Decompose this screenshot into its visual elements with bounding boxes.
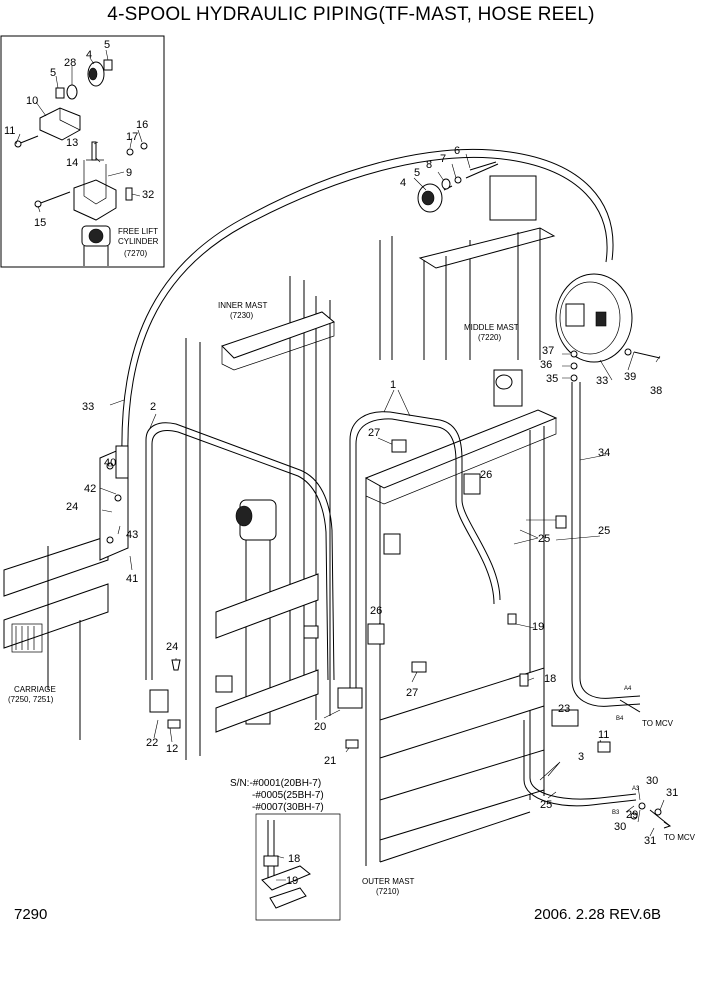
callout: 36 <box>540 359 552 371</box>
callout-leaders <box>99 153 665 881</box>
callout: 20 <box>314 721 326 733</box>
label-inner-mast-1: INNER MAST <box>218 301 267 310</box>
callout: 30 <box>614 821 626 833</box>
free-lift-inset <box>0 35 165 268</box>
callout: 24 <box>166 641 178 653</box>
label-outer-mast-1: OUTER MAST <box>362 877 415 886</box>
callout: 6 <box>454 145 460 157</box>
serial-detail-box <box>255 813 341 921</box>
callout: 41 <box>126 573 138 585</box>
callout: 29 <box>626 809 638 821</box>
callout: 25 <box>598 525 610 537</box>
label-middle-mast-1: MIDDLE MAST <box>464 323 519 332</box>
callout: 14 <box>66 157 78 169</box>
callout: 4 <box>86 49 92 61</box>
page-title: 4-SPOOL HYDRAULIC PIPING(TF-MAST, HOSE R… <box>107 4 595 25</box>
serial-note-2: -#0005(25BH-7) <box>252 790 324 801</box>
serial-note-1: S/N:-#0001(20BH-7) <box>230 778 321 789</box>
middle-mast <box>379 163 556 360</box>
callout: 18 <box>544 673 556 685</box>
callout: 16 <box>136 119 148 131</box>
callout: 15 <box>34 217 46 229</box>
carriage <box>3 445 129 740</box>
label-free-lift-1: FREE LIFT <box>118 227 158 236</box>
callout: 12 <box>166 743 178 755</box>
label-carriage-2: (7250, 7251) <box>8 695 54 704</box>
reel-hose-33 <box>121 148 614 455</box>
hoses-1 <box>349 411 501 700</box>
assembly-labels: FREE LIFT CYLINDER (7270) INNER MAST (72… <box>8 227 696 896</box>
callout: 13 <box>66 137 78 149</box>
callout: 30 <box>646 775 658 787</box>
callout: 19 <box>532 621 544 633</box>
hose-reel <box>555 273 661 363</box>
callout: 33 <box>596 375 608 387</box>
callout: 4 <box>400 177 406 189</box>
callout: 22 <box>146 737 158 749</box>
callout: 26 <box>370 605 382 617</box>
callout: 2 <box>150 401 156 413</box>
label-port-b4: B4 <box>616 716 624 722</box>
inner-mast <box>185 276 335 760</box>
label-outer-mast-2: (7210) <box>376 887 399 896</box>
label-free-lift-3: (7270) <box>124 249 147 258</box>
serial-note-3: -#0007(30BH-7) <box>252 802 324 813</box>
callout: 1 <box>390 379 396 391</box>
callout: 43 <box>126 529 138 541</box>
callout: 37 <box>542 345 554 357</box>
date-revision: 2006. 2.28 REV.6B <box>534 906 662 923</box>
callout: 25 <box>540 799 552 811</box>
label-middle-mast-2: (7220) <box>478 333 501 342</box>
fittings <box>149 161 662 820</box>
callout: 8 <box>426 159 432 171</box>
callout: 35 <box>546 373 558 385</box>
callout-numbers: 5 4 28 5 10 11 16 17 13 14 9 32 15 6 7 8… <box>4 39 678 887</box>
page-number: 7290 <box>14 906 48 923</box>
label-carriage-1: CARRIAGE <box>14 685 56 694</box>
callout: 5 <box>104 39 110 51</box>
callout: 10 <box>26 95 38 107</box>
label-port-b3: B3 <box>612 810 620 816</box>
callout: 11 <box>598 729 609 741</box>
label-port-a4: A4 <box>624 686 632 692</box>
callout: 7 <box>440 153 446 165</box>
callout: 21 <box>324 755 336 767</box>
callout: 31 <box>666 787 678 799</box>
callout: 33 <box>82 401 94 413</box>
hoses-3 <box>523 720 672 829</box>
callout: 5 <box>50 67 56 79</box>
callout: 18 <box>288 853 300 865</box>
callout: 11 <box>4 125 15 137</box>
callout: 5 <box>414 167 420 179</box>
callout: 17 <box>126 131 138 143</box>
callout: 24 <box>66 501 78 513</box>
callout: 28 <box>64 57 76 69</box>
hoses-2 <box>145 422 335 681</box>
callout: 3 <box>578 751 584 763</box>
callout: 19 <box>286 875 298 887</box>
label-port-a3: A3 <box>632 786 640 792</box>
callout: 27 <box>368 427 380 439</box>
callout: 34 <box>598 447 610 459</box>
callout: 32 <box>142 189 154 201</box>
callout: 25 <box>538 533 550 545</box>
hoses-34 <box>571 382 641 713</box>
callout: 40 <box>104 457 116 469</box>
callout: 27 <box>406 687 418 699</box>
callout: 23 <box>558 703 570 715</box>
callout: 9 <box>126 167 132 179</box>
label-to-mcv-1: TO MCV <box>642 719 674 728</box>
callout: 26 <box>480 469 492 481</box>
callout: 31 <box>644 835 656 847</box>
callout: 38 <box>650 385 662 397</box>
callout: 39 <box>624 371 636 383</box>
label-to-mcv-2: TO MCV <box>664 833 696 842</box>
callout: 42 <box>84 483 96 495</box>
label-free-lift-2: CYLINDER <box>118 237 159 246</box>
label-inner-mast-2: (7230) <box>230 311 253 320</box>
